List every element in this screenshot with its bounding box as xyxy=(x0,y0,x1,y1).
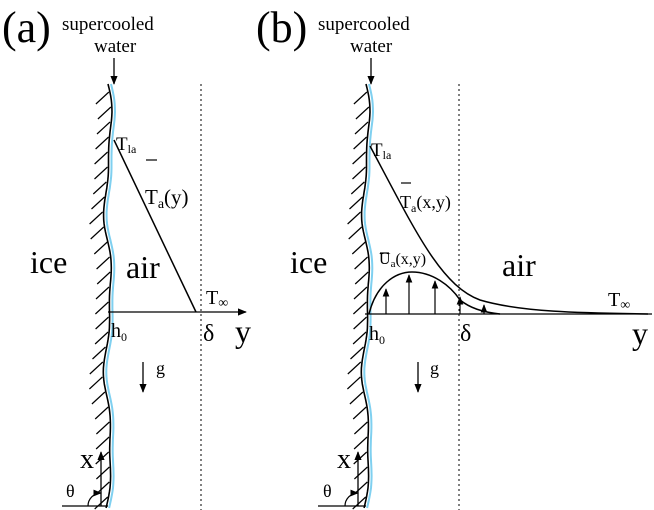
panel-a-ice-label: ice xyxy=(30,244,67,280)
panel-b-water-film xyxy=(363,83,375,509)
ice-hatch-mark xyxy=(353,451,368,465)
ice-hatch-mark xyxy=(353,136,368,150)
ice-hatch-mark xyxy=(96,121,111,135)
ice-hatch-mark xyxy=(352,406,367,420)
ice-hatch-mark xyxy=(90,226,105,240)
ice-hatch-mark xyxy=(94,166,108,180)
ice-hatch-mark xyxy=(354,271,369,285)
ice-hatch-mark xyxy=(353,481,368,495)
panel-b-ta-profile-label: Ta(x,y) xyxy=(400,192,451,215)
panel-a-label: (a) xyxy=(2,3,51,52)
ice-hatch-mark xyxy=(346,376,361,390)
ice-hatch-mark xyxy=(354,121,369,135)
ice-hatch-mark xyxy=(95,91,110,105)
panel-b-t-inf-label: T∞ xyxy=(608,289,630,313)
ice-hatch-mark xyxy=(92,346,106,360)
panel-b-theta-label: θ xyxy=(323,481,332,501)
panel-b-t-la-label: Tla xyxy=(371,140,392,162)
ice-hatch-mark xyxy=(95,481,110,495)
ice-hatch-mark xyxy=(352,496,367,510)
ice-hatch-mark xyxy=(89,211,104,225)
panel-a-air-label: air xyxy=(126,249,160,285)
ice-hatch-mark xyxy=(95,421,110,435)
ice-hatch-mark xyxy=(91,391,106,405)
panel-b-label: (b) xyxy=(256,3,307,52)
ice-hatch-mark xyxy=(94,151,109,165)
ice-hatch-mark xyxy=(95,136,110,150)
panel-a-ice-hatching xyxy=(88,91,112,510)
ice-hatch-mark xyxy=(347,361,362,375)
ice-hatch-mark xyxy=(352,151,367,165)
ice-hatch-mark xyxy=(352,301,367,315)
ice-hatch-mark xyxy=(95,451,110,465)
panel-a-ice-wall xyxy=(102,83,113,509)
panel-a-water-film xyxy=(105,83,117,509)
panel-a-angle-arc xyxy=(87,489,102,507)
ice-hatch-mark xyxy=(353,91,368,105)
panel-a-x-axis-label: x xyxy=(80,444,94,475)
panel-a-t-la-label: Tla xyxy=(116,134,137,156)
ice-hatch-mark xyxy=(93,241,108,255)
ice-hatch-mark xyxy=(94,406,109,420)
ice-hatch-mark xyxy=(349,391,364,405)
ice-hatch-mark xyxy=(347,211,362,225)
ice-hatch-mark xyxy=(91,196,105,210)
panel-b-ice-wall xyxy=(360,83,371,509)
panel-a-t-inf-label: T∞ xyxy=(206,287,228,311)
ice-hatch-mark xyxy=(94,331,109,345)
ice-hatch-mark xyxy=(88,376,103,390)
panel-b-supercooled-label: supercooled xyxy=(318,14,410,35)
panel-b-angle-arc xyxy=(344,489,359,507)
panel-b-y-axis-label: y xyxy=(632,315,648,351)
ice-hatch-mark xyxy=(352,331,367,345)
ice-hatch-mark xyxy=(355,106,370,120)
panel-a-delta-label: δ xyxy=(203,321,214,347)
panel-a-h0-label: h0 xyxy=(111,320,127,344)
panel-b-ice-label: ice xyxy=(290,244,327,280)
panel-a-theta-label: θ xyxy=(66,481,75,501)
ice-hatch-mark xyxy=(95,316,110,330)
ice-hatch-mark xyxy=(351,241,366,255)
ice-hatch-mark xyxy=(95,286,110,300)
panel-a-water-label: water xyxy=(94,36,137,57)
panel-b-temperature-profile-curve xyxy=(369,145,649,315)
panel-b-velocity-vectors xyxy=(382,274,488,314)
panel-b-ua-profile-label: Ua(x,y) xyxy=(379,251,426,270)
panel-b-water-label: water xyxy=(350,36,393,57)
panel-b: (b) supercooled water Tla Ta(x,y) Ua(x,y… xyxy=(256,3,652,510)
ice-hatch-mark xyxy=(96,271,111,285)
ice-hatch-mark xyxy=(353,421,368,435)
ice-hatch-mark xyxy=(348,226,363,240)
panel-b-velocity-profile-curve xyxy=(368,271,501,315)
ice-hatch-mark xyxy=(97,106,112,120)
ice-hatch-mark xyxy=(353,436,368,450)
ice-hatch-mark xyxy=(96,256,111,270)
ice-hatch-mark xyxy=(89,361,104,375)
panel-a-supercooled-label: supercooled xyxy=(62,14,154,35)
ice-hatch-mark xyxy=(353,466,368,480)
panel-b-h0-label: h0 xyxy=(369,323,385,347)
ice-hatch-mark xyxy=(353,316,368,330)
ice-hatch-mark xyxy=(350,181,365,195)
panel-a-gravity-label: g xyxy=(156,358,165,378)
panel-a-ta-profile-label: Ta(y) xyxy=(145,185,189,212)
ice-hatch-mark xyxy=(350,346,364,360)
panel-b-delta-label: δ xyxy=(460,321,471,347)
ice-hatch-mark xyxy=(353,286,368,300)
panel-b-air-label: air xyxy=(502,247,536,283)
ice-hatch-mark xyxy=(94,301,109,315)
panel-a-temperature-profile-line xyxy=(113,139,197,313)
panel-a-y-axis-label: y xyxy=(235,313,251,349)
ice-hatch-mark xyxy=(95,466,110,480)
ice-hatch-mark xyxy=(92,181,107,195)
panel-b-gravity-label: g xyxy=(430,358,439,378)
panel-b-x-axis-label: x xyxy=(337,444,351,475)
ice-hatch-mark xyxy=(354,256,369,270)
ice-hatch-mark xyxy=(95,436,110,450)
panel-a: (a) supercooled water Tla Ta(y) ice air … xyxy=(2,3,251,510)
ice-hatch-mark xyxy=(352,166,366,180)
ice-hatch-mark xyxy=(349,196,363,210)
